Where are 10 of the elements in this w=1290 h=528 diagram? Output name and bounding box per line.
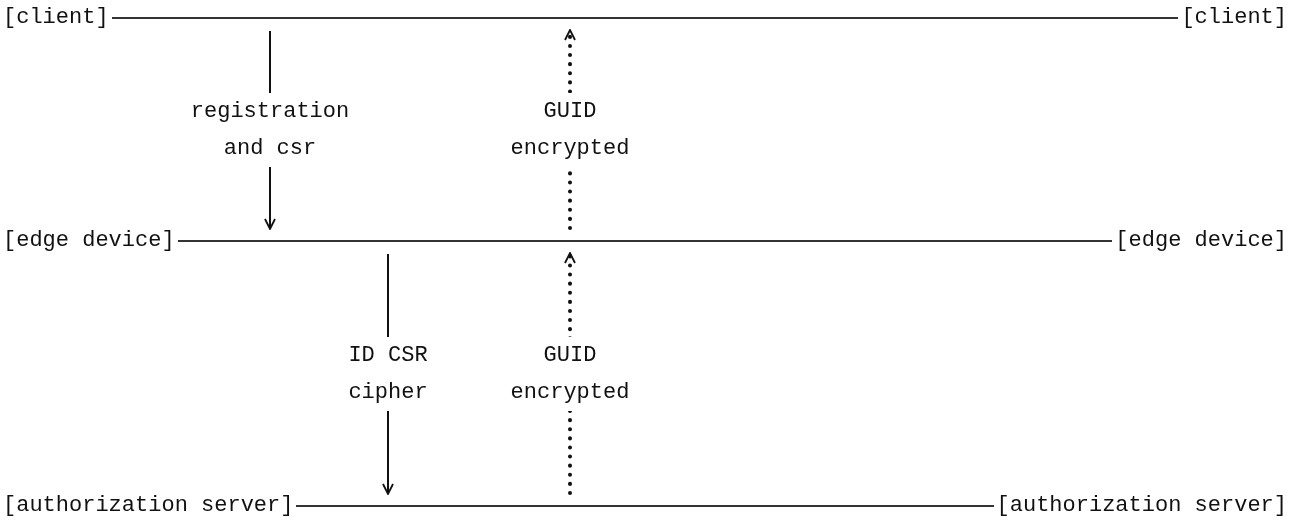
edge-label: GUID encrypted (510, 92, 630, 167)
node-label: [client] (1178, 5, 1290, 31)
node-label: [authorization server] (993, 493, 1290, 519)
edge-label: ID CSR cipher (348, 336, 428, 411)
node-label: [edge device] (0, 228, 178, 254)
edge-label: registration and csr (190, 92, 350, 167)
node-label: [authorization server] (0, 493, 297, 519)
node-label: [edge device] (1112, 228, 1290, 254)
edge-label: GUID encrypted (510, 336, 630, 411)
node-label: [client] (0, 5, 112, 31)
